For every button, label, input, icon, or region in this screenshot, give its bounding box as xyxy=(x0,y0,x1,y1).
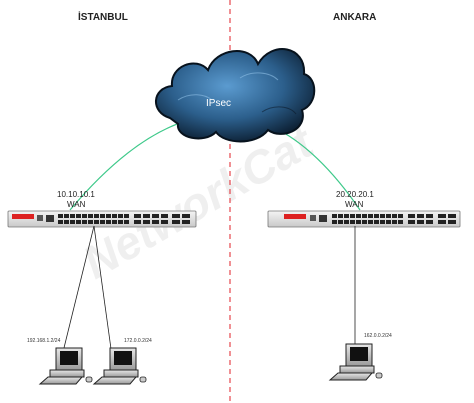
right-firewall-interface: WAN xyxy=(345,200,364,209)
right-host-a-ip: 162.0.0.2/24 xyxy=(364,333,392,339)
left-firewall-ip: 10.10.10.1 xyxy=(57,190,95,199)
left-firewall-interface: WAN xyxy=(67,200,86,209)
watermark-text: NetworkCat xyxy=(74,115,323,289)
left-host-b-cable xyxy=(93,225,113,357)
site-title-istanbul: İSTANBUL xyxy=(78,10,128,23)
right-host-a-computer-icon xyxy=(328,343,383,381)
left-firewall-icon xyxy=(7,210,197,228)
left-host-a-computer-icon xyxy=(38,347,93,385)
left-host-a-cable xyxy=(61,225,95,357)
left-host-a-ip: 192.168.1.2/24 xyxy=(27,338,61,344)
site-title-ankara: ANKARA xyxy=(333,12,376,23)
right-firewall-icon xyxy=(267,210,461,228)
internet-cloud-icon xyxy=(155,48,316,143)
left-host-b-computer-icon xyxy=(92,347,147,385)
ipsec-tunnel-label: IPsec xyxy=(206,98,231,109)
left-host-b-ip: 172.0.0.2/24 xyxy=(124,338,152,344)
right-firewall-ip: 20.20.20.1 xyxy=(336,190,374,199)
